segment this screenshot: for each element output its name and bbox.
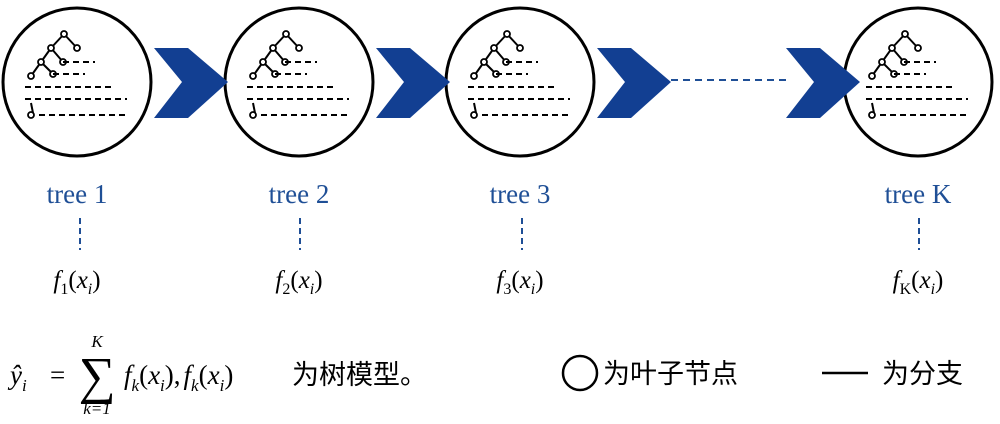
formula-sum-upper: K	[90, 332, 104, 351]
function-label-3: f3(xi)	[496, 267, 543, 298]
tree-node-k	[842, 6, 994, 158]
legend-node-label: 为叶子节点	[603, 359, 738, 390]
tree-label-3: tree 3	[490, 179, 551, 209]
formula-sum-symbol: ∑	[78, 348, 115, 405]
tree-label-1: tree 1	[47, 179, 108, 209]
legend-node-icon	[561, 354, 599, 392]
tree-node-3	[444, 6, 596, 158]
chevron-arrow-icon	[376, 48, 450, 118]
tree-label-k: tree K	[885, 179, 952, 209]
formula-equals: =	[50, 360, 65, 390]
function-label-k: fK(xi)	[893, 267, 944, 298]
formula-suffix: 为树模型。	[292, 360, 427, 391]
chevron-arrow-icon	[597, 48, 671, 118]
formula-sum-lower: k=1	[83, 399, 111, 418]
chevron-arrow-icon	[786, 48, 860, 118]
ensemble-formula: ŷi = K ∑ k=1 fk(xi),fk(xi) 为树模型。	[7, 332, 427, 418]
legend: 为叶子节点 为分支	[561, 354, 963, 392]
tree-node-1	[1, 6, 153, 158]
chevron-arrow-icon	[154, 48, 228, 118]
tree-label-2: tree 2	[269, 179, 330, 209]
legend-branch-label: 为分支	[882, 359, 963, 390]
function-label-2: f2(xi)	[275, 267, 322, 298]
formula-rhs: fk(xi),fk(xi)	[124, 360, 233, 395]
formula-lhs: ŷi	[7, 360, 27, 395]
function-label-1: f1(xi)	[53, 267, 100, 298]
tree-node-2	[223, 6, 375, 158]
